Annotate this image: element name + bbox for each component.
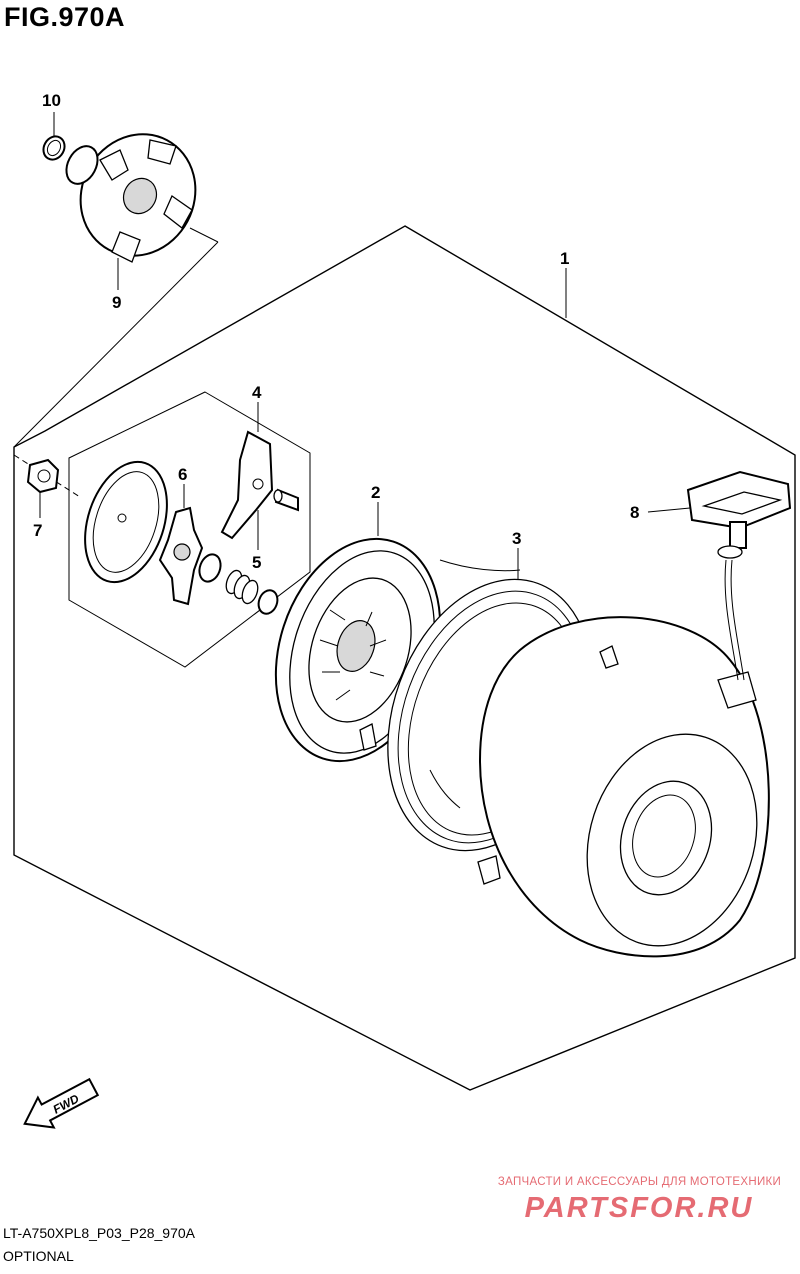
- ratchet-spring[interactable]: [223, 568, 260, 605]
- part-10-o-ring[interactable]: [39, 133, 68, 164]
- callout-5: 5: [252, 553, 261, 572]
- callout-2: 2: [371, 483, 380, 502]
- fwd-arrow-icon: FWD: [23, 1077, 100, 1129]
- figure-title: FIG.970A: [4, 2, 126, 32]
- watermark-logo: PARTSFOR.RU: [525, 1192, 754, 1224]
- part-6-ratchet[interactable]: [158, 506, 204, 606]
- leader-9-box: [13, 241, 219, 448]
- assembly-outline: [13, 225, 796, 1091]
- watermark: ЗАПЧАСТИ И АКСЕССУАРЫ ДЛЯ МОТОТЕХНИКИ PA…: [487, 1176, 792, 1224]
- svg-text:PARTSFOR.RU: PARTSFOR.RU: [525, 1192, 754, 1224]
- leader-9-box-2: [189, 227, 219, 243]
- watermark-tagline: ЗАПЧАСТИ И АКСЕССУАРЫ ДЛЯ МОТОТЕХНИКИ: [497, 1176, 782, 1188]
- callout-8: 8: [630, 503, 639, 522]
- callout-7: 7: [33, 521, 42, 540]
- callout-6: 6: [178, 465, 187, 484]
- friction-plate[interactable]: [71, 451, 182, 592]
- callout-3: 3: [512, 529, 521, 548]
- callout-9: 9: [112, 293, 121, 312]
- leader-7-link: [13, 454, 81, 498]
- ratchet-collar[interactable]: [196, 551, 224, 584]
- part-7-nut[interactable]: [26, 458, 60, 494]
- callout-10: 10: [42, 91, 61, 110]
- part-8-starter-handle[interactable]: [686, 470, 792, 681]
- figure-note: OPTIONAL: [3, 1248, 74, 1264]
- part-5-pin[interactable]: [273, 488, 299, 512]
- figure-code: LT-A750XPL8_P03_P28_970A: [3, 1225, 196, 1241]
- callout-1: 1: [560, 249, 569, 268]
- ratchet-bushing[interactable]: [255, 588, 280, 617]
- recoil-case[interactable]: [477, 616, 783, 968]
- part-4-guide-plate[interactable]: [220, 430, 274, 540]
- leader-8: [647, 507, 691, 513]
- subassembly-outline: [68, 391, 311, 668]
- callout-4: 4: [252, 383, 262, 402]
- part-9-starter-cam[interactable]: [59, 114, 216, 276]
